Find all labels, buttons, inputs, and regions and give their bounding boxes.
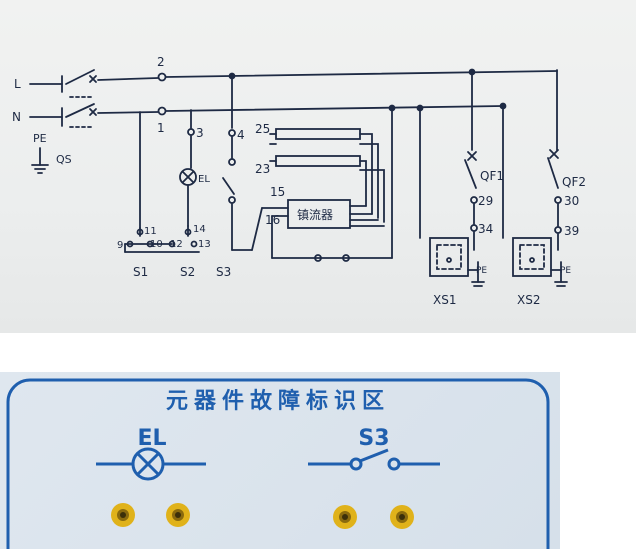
node-label-4: 4 — [237, 128, 245, 142]
fault-panel-photo: 元器件故障标识区 EL S3 — [0, 372, 560, 549]
qs-blade-n — [65, 103, 95, 118]
node-2-terminal — [157, 72, 167, 82]
node-label-23: 23 — [255, 162, 270, 176]
qf1-blade — [464, 159, 477, 189]
wiring-diagram-photo: L N PE QS 2 1 3 4 EL 25 23 15 16 镇流器 11 … — [0, 0, 636, 333]
node-label-12: 12 — [170, 239, 183, 250]
node-label-14: 14 — [193, 224, 206, 235]
label-xs1: XS1 — [433, 293, 456, 307]
node-label-9: 9 — [117, 240, 123, 251]
wire-l-bus — [165, 70, 558, 78]
wire-n-after-qs — [97, 111, 159, 114]
s3-blade — [222, 177, 235, 195]
node-label-39: 39 — [564, 224, 579, 238]
label-el: EL — [198, 174, 210, 185]
panel-switch-symbol — [308, 448, 440, 471]
node-label-34: 34 — [478, 222, 493, 236]
tube-25 — [275, 128, 361, 140]
terminal-s3-right[interactable] — [390, 505, 414, 529]
xs1-socket — [429, 237, 469, 277]
label-qf1: QF1 — [480, 169, 504, 183]
node-label-15: 15 — [270, 185, 285, 199]
terminal-el-left[interactable] — [111, 503, 135, 527]
wire-l-after-qs — [97, 77, 159, 81]
node-label-11: 11 — [144, 226, 157, 237]
node-1-terminal — [157, 106, 167, 116]
ballast-label: 镇流器 — [297, 208, 333, 222]
label-pe: PE — [33, 132, 47, 145]
label-l: L — [14, 77, 21, 91]
label-s2: S2 — [180, 265, 195, 279]
panel-label-s3: S3 — [358, 426, 389, 451]
node-label-13: 13 — [198, 239, 211, 250]
node-label-10: 10 — [150, 239, 163, 250]
label-qs: QS — [56, 153, 72, 166]
node-label-16: 16 — [265, 213, 280, 227]
node-label-30: 30 — [564, 194, 579, 208]
label-xs2: XS2 — [517, 293, 540, 307]
panel-title: 元器件故障标识区 — [166, 388, 390, 414]
node-label-3: 3 — [196, 126, 204, 140]
tube-23 — [275, 155, 361, 167]
label-n: N — [12, 110, 21, 124]
terminal-el-right[interactable] — [166, 503, 190, 527]
node-label-1: 1 — [157, 121, 165, 135]
wire-n-bus — [165, 105, 504, 112]
fault-panel: 元器件故障标识区 EL S3 — [6, 378, 550, 549]
label-s3: S3 — [216, 265, 231, 279]
node-label-25: 25 — [255, 122, 270, 136]
label-s1: S1 — [133, 265, 148, 279]
xs2-socket — [512, 237, 552, 277]
label-pe-xs2: PE — [560, 266, 571, 276]
label-qf2: QF2 — [562, 175, 586, 189]
panel-lamp-symbol — [96, 447, 206, 481]
panel-label-el: EL — [137, 426, 166, 451]
node-label-2: 2 — [157, 55, 165, 69]
terminal-s3-left[interactable] — [333, 505, 357, 529]
qf2-blade — [547, 157, 559, 189]
qs-blade-l — [65, 69, 95, 85]
node-label-29: 29 — [478, 194, 493, 208]
panel-border — [6, 378, 550, 549]
label-pe-xs1: PE — [476, 266, 487, 276]
wiring-diagram: L N PE QS 2 1 3 4 EL 25 23 15 16 镇流器 11 … — [12, 55, 586, 307]
